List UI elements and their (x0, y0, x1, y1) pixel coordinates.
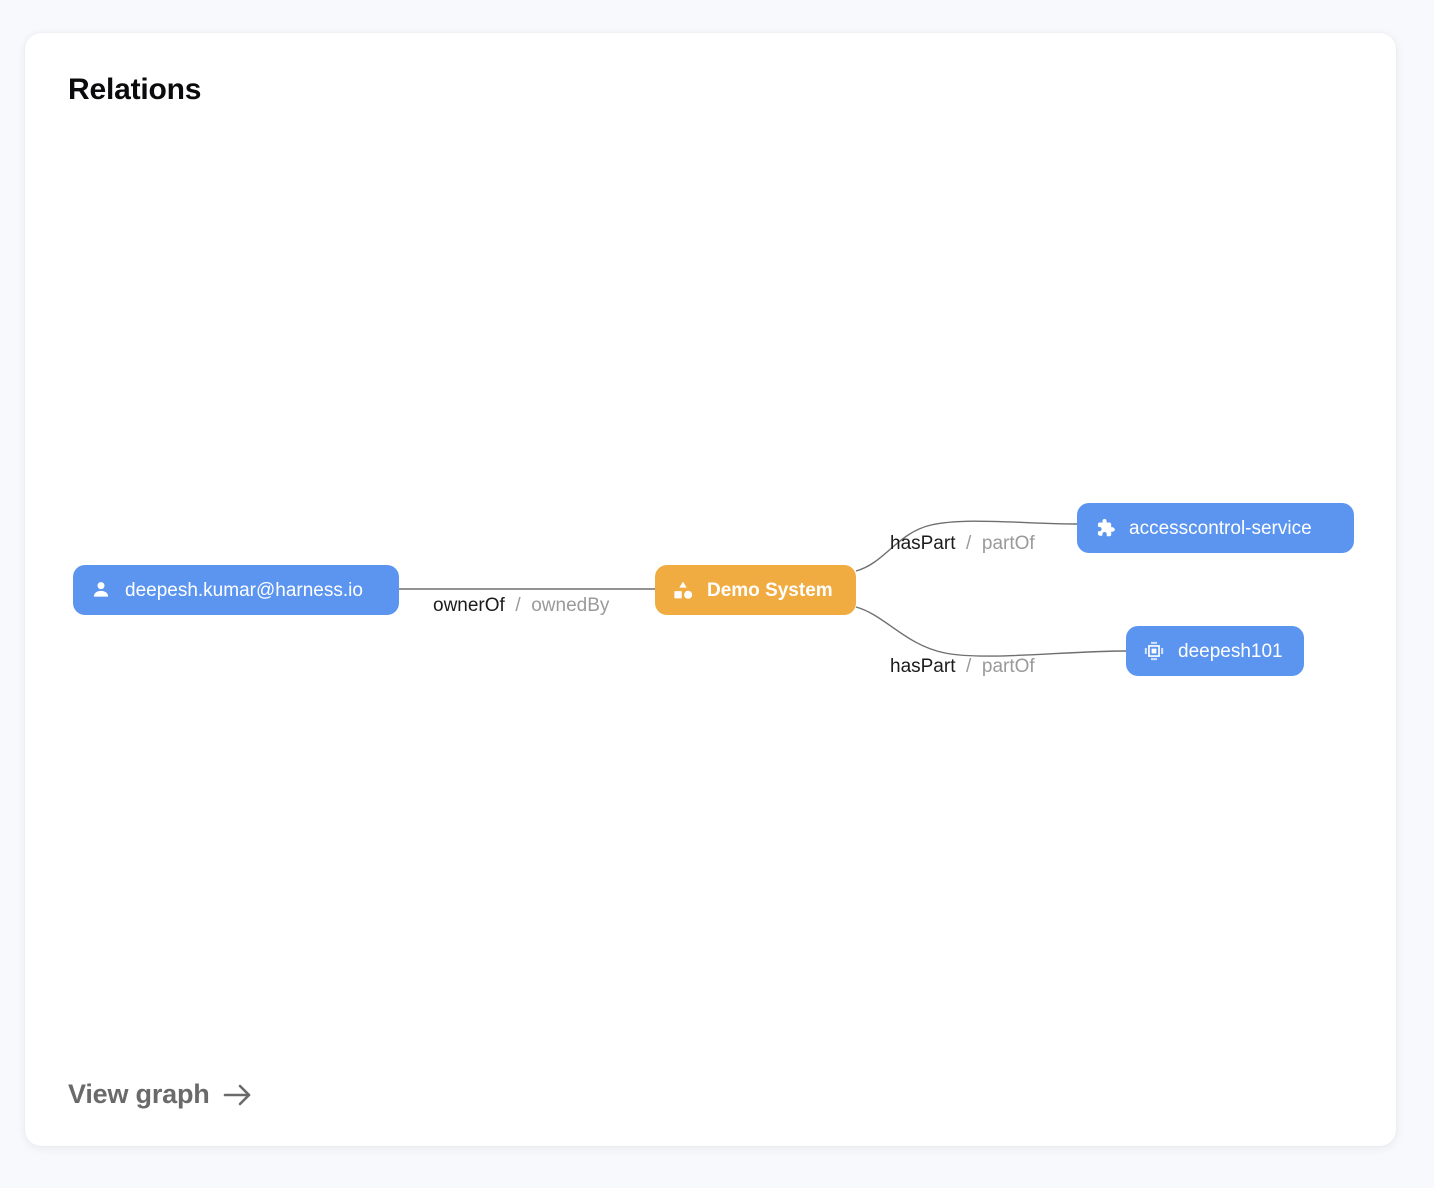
edge-label-reverse: partOf (976, 533, 1035, 554)
graph-node-component[interactable]: accesscontrol-service (1077, 503, 1354, 553)
graph-node-person[interactable]: deepesh.kumar@harness.io (73, 565, 399, 615)
graph-edges (399, 520, 1127, 657)
category-icon (671, 578, 695, 602)
edge-label-reverse: partOf (976, 656, 1035, 677)
edge-haspart-component-line (855, 520, 1078, 572)
edge-label-separator: / (960, 533, 972, 554)
chip-icon (1142, 639, 1166, 663)
edge-label-separator: / (510, 595, 521, 616)
person-icon (89, 578, 113, 602)
graph-node-label: deepesh101 (1178, 640, 1283, 662)
edge-label-haspart-component: hasPart / partOf (890, 534, 1035, 553)
edge-label-separator: / (960, 656, 972, 677)
arrow-right-icon (222, 1081, 254, 1109)
relations-card: Relations deepesh.kumar@harness.io (25, 33, 1396, 1146)
relations-graph-canvas[interactable]: deepesh.kumar@harness.io Demo System acc… (25, 33, 1396, 1146)
graph-node-resource[interactable]: deepesh101 (1126, 626, 1304, 676)
view-graph-link[interactable]: View graph (68, 1079, 254, 1110)
edge-label-ownerof: ownerOf / ownedBy (433, 596, 609, 615)
edge-label-haspart-resource: hasPart / partOf (890, 657, 1035, 676)
edge-label-reverse: ownedBy (525, 595, 610, 616)
edge-label-forward: ownerOf (433, 595, 505, 616)
puzzle-icon (1093, 516, 1117, 540)
graph-node-label: Demo System (707, 579, 833, 601)
edge-haspart-resource-line (855, 606, 1127, 657)
page-title: Relations (68, 73, 202, 106)
graph-node-label: accesscontrol-service (1129, 517, 1312, 539)
edge-label-forward: hasPart (890, 533, 956, 554)
graph-node-system[interactable]: Demo System (655, 565, 856, 615)
view-graph-label: View graph (68, 1079, 210, 1109)
edge-label-forward: hasPart (890, 656, 956, 677)
graph-node-label: deepesh.kumar@harness.io (125, 579, 363, 601)
